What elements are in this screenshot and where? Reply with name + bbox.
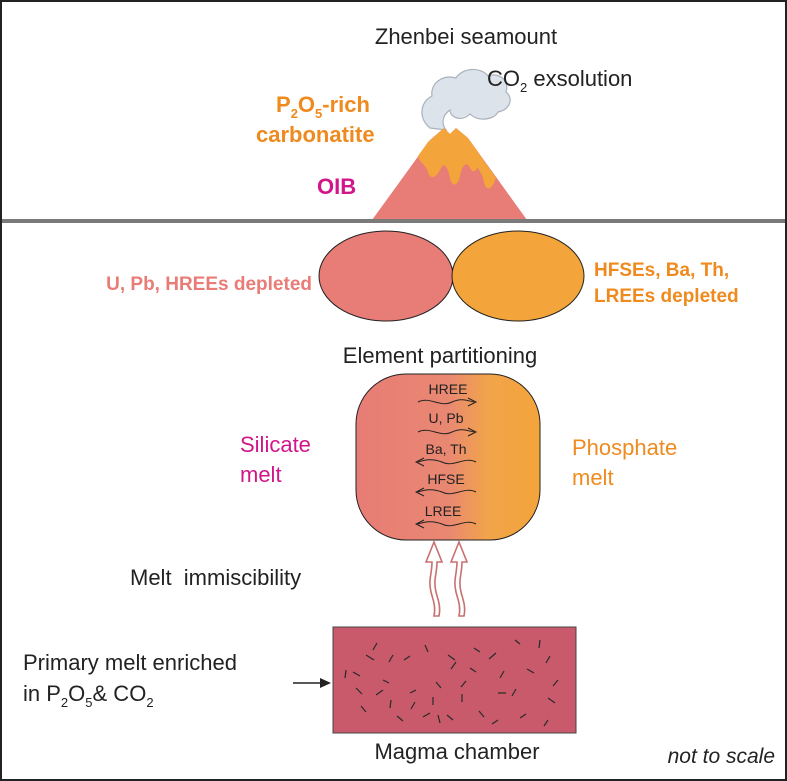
element-label-u-pb: U, Pb — [428, 410, 463, 426]
arrow-hfse — [414, 487, 477, 497]
element-label-lree: LREE — [425, 503, 462, 519]
primary-melt-label-line2: in P2O5& CO2 — [23, 681, 154, 710]
phosphate-melt-label-line2: melt — [572, 465, 614, 490]
silicate-melt-label-line2: melt — [240, 462, 282, 487]
arrow-lree — [414, 519, 477, 529]
primary-melt-pointer-arrow — [293, 678, 331, 688]
phosphate-melt-label-line1: Phosphate — [572, 435, 677, 460]
arrow-u-pb — [417, 427, 478, 437]
rising-arrows — [424, 539, 469, 617]
element-label-hfse: HFSE — [427, 471, 464, 487]
silicate-melt-label-line1: Silicate — [240, 432, 311, 457]
silicate-depletion-label: U, Pb, HREEs depleted — [106, 274, 312, 295]
scale-note: not to scale — [668, 745, 775, 768]
arrow-ba-th — [414, 457, 477, 467]
oib-label: OIB — [317, 174, 356, 199]
seamount-title: Zhenbei seamount — [375, 24, 557, 49]
phosphate-droplet — [451, 230, 585, 322]
phosphate-depletion-label-line1: HFSEs, Ba, Th, — [594, 260, 729, 281]
primary-melt-label-line1: Primary melt enriched — [23, 650, 237, 675]
melt-immiscibility-label: Melt immiscibility — [130, 565, 301, 590]
carbonatite-label-line2: carbonatite — [256, 122, 375, 147]
volcano — [372, 128, 527, 220]
partition-arrows — [414, 397, 478, 529]
co2-exsolution-label: CO2 exsolution — [487, 66, 632, 95]
partitioning-title: Element partitioning — [343, 343, 537, 368]
magma-chamber-label: Magma chamber — [374, 739, 539, 764]
crystal-marks — [344, 639, 559, 727]
element-label-ba-th: Ba, Th — [426, 441, 467, 457]
silicate-droplet — [318, 230, 454, 322]
phosphate-depletion-label-line2: LREEs depleted — [594, 286, 739, 307]
arrow-hree — [417, 397, 478, 407]
carbonatite-label-line1: P2O5-rich — [276, 92, 370, 121]
element-label-hree: HREE — [429, 381, 468, 397]
melt-blob — [355, 373, 541, 541]
co2-gas-plume — [421, 68, 511, 131]
magma-chamber — [332, 626, 577, 734]
